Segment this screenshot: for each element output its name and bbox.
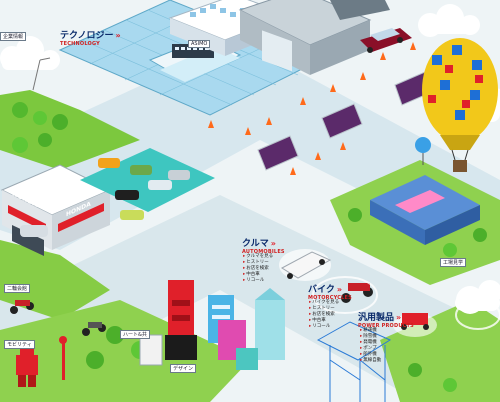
kizuna-sign[interactable]: ハート&共	[120, 330, 150, 339]
chevron-right-icon: »	[115, 31, 121, 40]
red-robot[interactable]	[16, 345, 38, 387]
crane-tower	[316, 321, 392, 402]
category-car-label: クルマ	[242, 239, 269, 249]
grass-bottom-right[interactable]	[380, 300, 500, 402]
solar-panels[interactable]	[257, 71, 433, 171]
mobility-sign[interactable]: モビリティ	[4, 340, 35, 349]
chevron-right-icon: »	[336, 285, 342, 294]
category-technology[interactable]: テクノロジー» TECHNOLOGY	[60, 28, 121, 47]
chevron-right-icon: »	[396, 313, 402, 322]
category-technology-sub: TECHNOLOGY	[60, 41, 100, 47]
power-menu-list: 耕運機 除雪機 発電機 ポンプ 船外機 無線自動	[360, 328, 381, 364]
showroom-cars[interactable]	[20, 158, 190, 237]
trade-sign[interactable]: 二輪会館	[4, 284, 31, 293]
small-blue-balloon	[415, 137, 431, 165]
chevron-right-icon: »	[270, 239, 276, 248]
power-menu-item[interactable]: 発電機	[360, 340, 381, 346]
car-showroom-floor[interactable]	[80, 148, 215, 212]
car-menu-item[interactable]: 中古車	[243, 272, 273, 278]
bike-menu-item[interactable]: バイクを見る	[309, 300, 339, 306]
category-power-products[interactable]: 汎用製品» POWER PRODUCTS	[358, 310, 414, 329]
car-menu-item[interactable]: クルマを見る	[243, 254, 273, 260]
power-menu-item[interactable]: 除雪機	[360, 334, 381, 340]
red-car-top[interactable]	[360, 28, 412, 53]
category-car[interactable]: クルマ» AUTOMOBILES	[242, 236, 285, 255]
power-menu-item[interactable]: 耕運機	[360, 328, 381, 334]
category-bike-sub: MOTORCYCLES	[308, 295, 352, 301]
trees	[12, 102, 487, 392]
bike-menu-item[interactable]: ヒストリー	[309, 306, 339, 312]
research-complex[interactable]	[238, 0, 390, 75]
grass-left-top[interactable]	[0, 90, 140, 170]
asimo-sign[interactable]: ASIMO	[188, 40, 211, 48]
building-sign[interactable]: 企業情報	[0, 32, 27, 41]
design-sign[interactable]: デザイン	[170, 364, 197, 373]
power-menu-item[interactable]: 船外機	[360, 352, 381, 358]
bike-menu-item[interactable]: リコール	[309, 324, 339, 330]
motorcycles[interactable]	[10, 283, 373, 336]
bike-menu-item[interactable]: 中古車	[309, 318, 339, 324]
ring-markers	[312, 276, 500, 330]
city-towers[interactable]	[139, 280, 285, 370]
windmill	[32, 57, 51, 91]
red-lawn-mower[interactable]	[393, 313, 437, 337]
category-power-label: 汎用製品	[358, 313, 395, 323]
category-bike[interactable]: バイク» MOTORCYCLES	[308, 282, 352, 301]
traffic-cones	[208, 42, 451, 175]
cloud-top-right	[418, 4, 480, 37]
car-menu-list: クルマを見る ヒストリー お店を検索 中古車 リコール	[243, 254, 273, 284]
cloud-bottom-right	[455, 280, 500, 314]
category-power-sub: POWER PRODUCTS	[358, 323, 414, 329]
white-sports-car[interactable]	[279, 249, 332, 281]
road-main	[0, 40, 500, 260]
red-pole-left	[59, 336, 67, 380]
hot-air-balloon[interactable]	[422, 38, 498, 172]
category-car-sub: AUTOMOBILES	[242, 249, 285, 255]
car-menu-item[interactable]: お店を検索	[243, 266, 273, 272]
bike-menu-list: バイクを見る ヒストリー お店を検索 中古車 リコール	[309, 300, 339, 330]
car-menu-item[interactable]: リコール	[243, 278, 273, 284]
bike-menu-item[interactable]: お店を検索	[309, 312, 339, 318]
category-bike-label: バイク	[308, 285, 335, 295]
event-sign[interactable]: 工場見学	[440, 258, 467, 267]
power-menu-item[interactable]: ポンプ	[360, 346, 381, 352]
right-showroom[interactable]	[370, 175, 480, 245]
power-menu-item[interactable]: 無線自動	[360, 358, 381, 364]
car-menu-item[interactable]: ヒストリー	[243, 260, 273, 266]
category-technology-label: テクノロジー	[60, 31, 114, 41]
